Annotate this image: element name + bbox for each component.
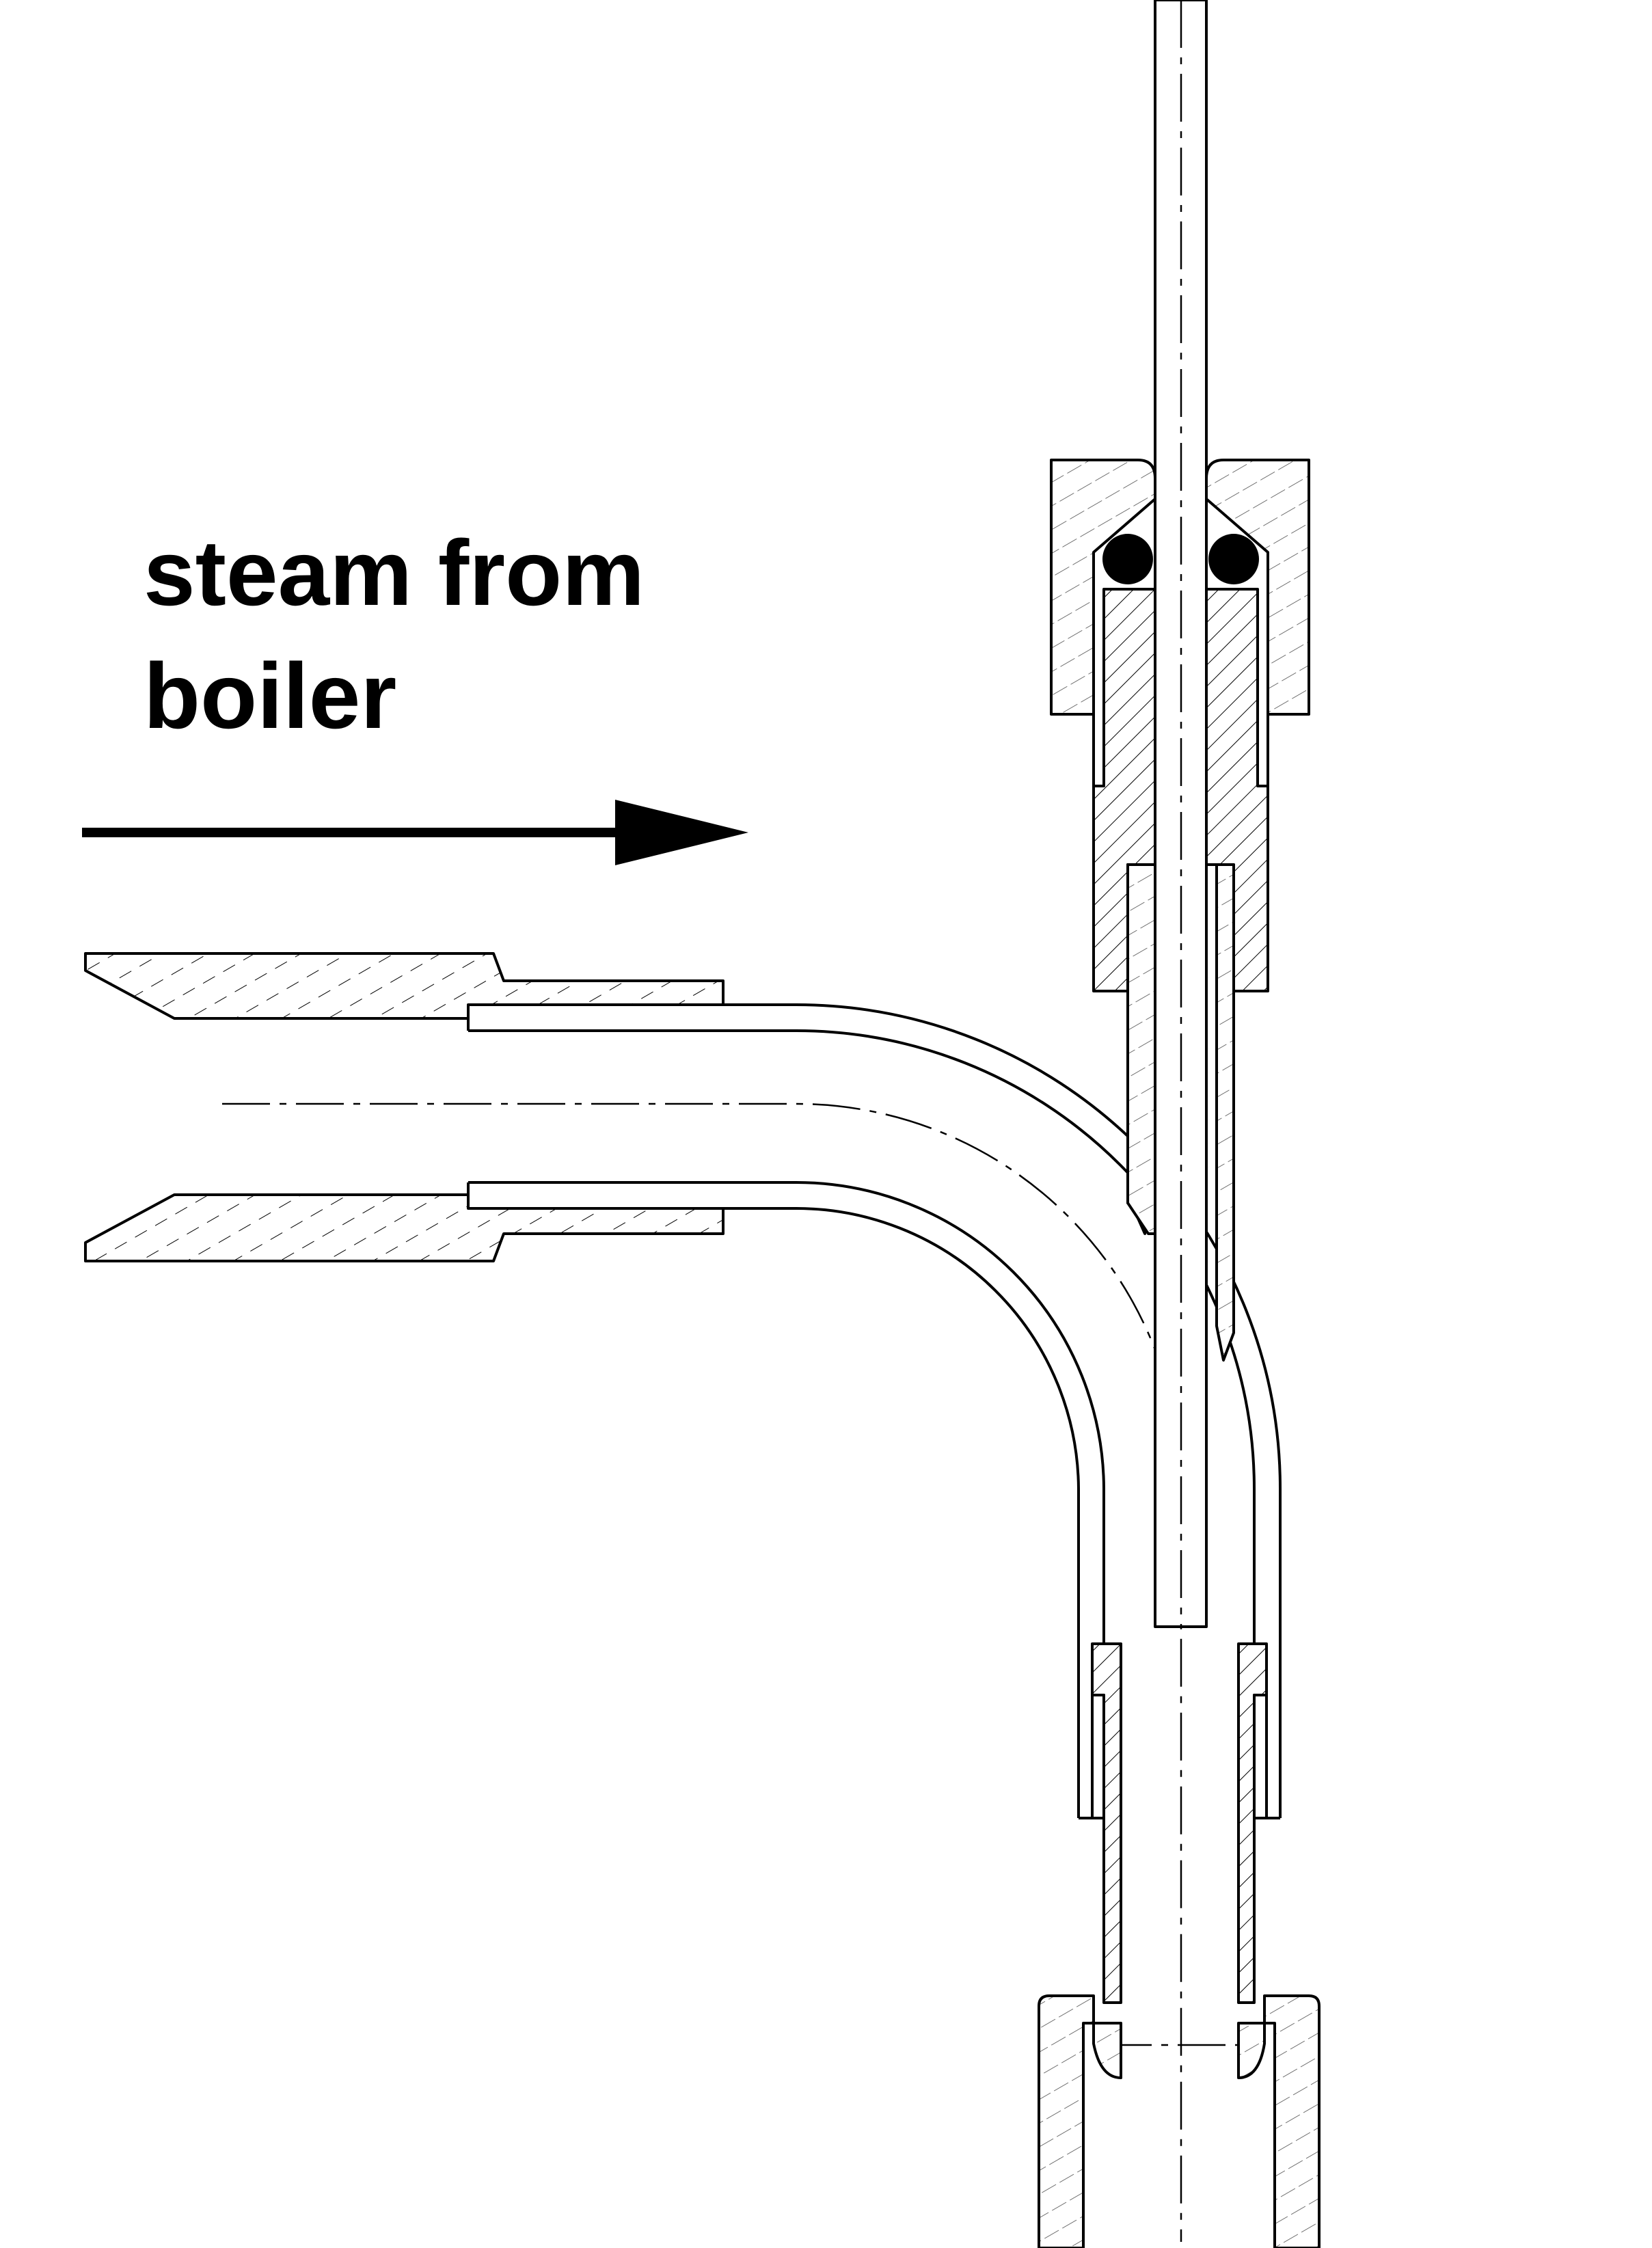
flow-arrow	[82, 800, 748, 865]
centerlines	[222, 1102, 1241, 2242]
o-rings	[1102, 534, 1259, 584]
o-ring-right-icon	[1208, 534, 1259, 584]
inlet-nozzle-lower	[84, 1193, 725, 1262]
steam-label-line-1: steam from	[144, 521, 645, 625]
inlet-nozzle-upper	[84, 952, 725, 1020]
bottom-union	[1038, 1994, 1321, 2248]
thermowell-guides	[1126, 863, 1235, 1362]
sensor-rod	[1154, 0, 1208, 1628]
steam-label-line-2: boiler	[144, 644, 397, 748]
o-ring-left-icon	[1102, 534, 1153, 584]
arrow-head-icon	[615, 800, 748, 865]
outlet-collar	[1091, 1642, 1268, 2004]
